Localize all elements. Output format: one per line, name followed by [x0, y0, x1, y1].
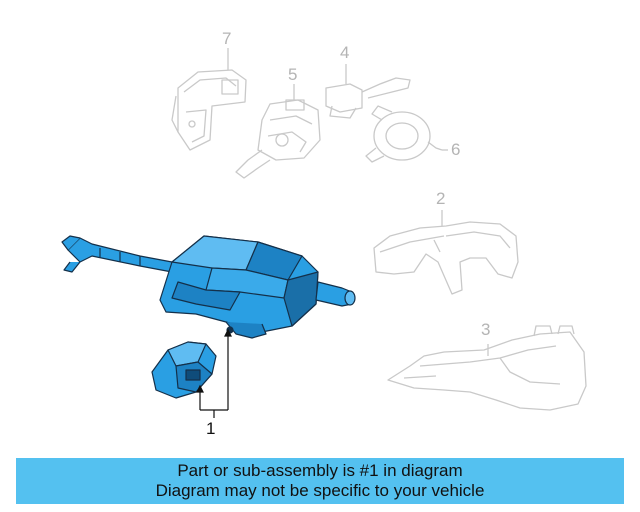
part-7-bracket	[171, 48, 247, 151]
part-3-lower-shroud	[387, 325, 587, 411]
callout-5: 5	[288, 65, 298, 84]
leader-lines	[196, 328, 232, 418]
part-2-upper-shroud	[373, 210, 519, 295]
callout-6: 6	[451, 140, 461, 159]
callout-3: 3	[481, 320, 491, 339]
parts-diagram	[61, 48, 587, 418]
part-4-switch	[325, 64, 411, 119]
part-5-switch	[235, 84, 321, 179]
callout-4: 4	[340, 43, 350, 62]
banner-line-disclaimer: Diagram may not be specific to your vehi…	[155, 481, 485, 500]
callout-2: 2	[436, 189, 446, 208]
part-6-clockspring	[365, 105, 448, 163]
info-banner: Part or sub-assembly is #1 in diagram Di…	[16, 458, 624, 504]
callout-7: 7	[222, 29, 232, 48]
callout-1: 1	[206, 419, 216, 438]
banner-line-part: Part or sub-assembly is #1 in diagram	[177, 461, 463, 480]
part-1-steering-column	[61, 235, 356, 399]
